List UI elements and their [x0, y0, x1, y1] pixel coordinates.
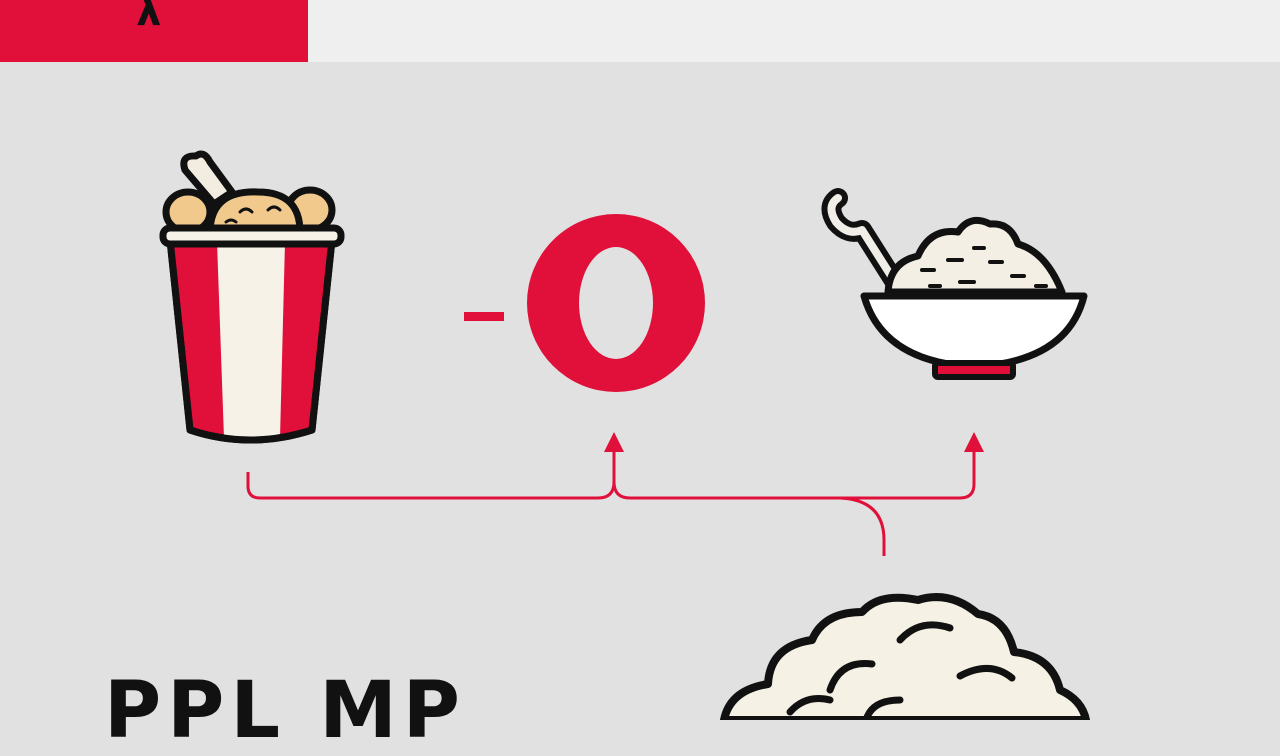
- rice-cloud-icon: [720, 593, 1090, 720]
- center-o-hole: [579, 247, 653, 359]
- diagram-canvas: [159, 150, 1090, 720]
- bowl-of-rice-icon: [821, 188, 1088, 380]
- red-header-tab: λ: [0, 0, 308, 62]
- connector-lines: [246, 452, 976, 556]
- fried-chicken-bucket-icon: [159, 150, 345, 444]
- top-bar: λ: [0, 0, 1280, 62]
- arrowhead-up: [604, 432, 624, 452]
- arrowhead-up: [964, 432, 984, 452]
- tab-glyph: λ: [136, 0, 162, 35]
- minus-sign: [464, 312, 504, 321]
- bottom-heading: PPL MP: [104, 666, 466, 756]
